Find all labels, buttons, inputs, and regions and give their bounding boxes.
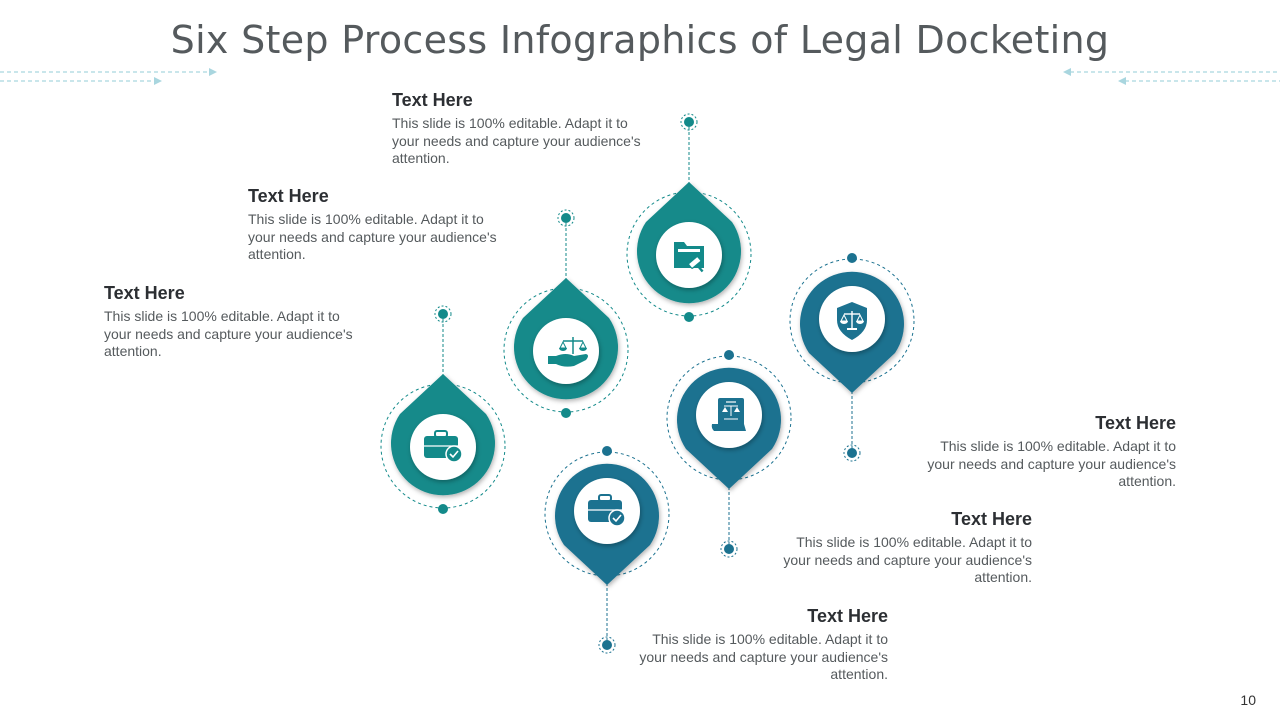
step-3-body: This slide is 100% editable. Adapt it to… [392, 115, 641, 166]
step-6-body: This slide is 100% editable. Adapt it to… [927, 438, 1176, 489]
step-5-text: Text Here This slide is 100% editable. A… [772, 509, 1032, 587]
step-3-node [626, 113, 752, 322]
legal-scroll-icon [711, 398, 746, 431]
step-1-text: Text Here This slide is 100% editable. A… [104, 283, 364, 361]
step-5-body: This slide is 100% editable. Adapt it to… [783, 534, 1032, 585]
step-2-heading: Text Here [248, 186, 329, 206]
step-4-body: This slide is 100% editable. Adapt it to… [639, 631, 888, 682]
step-4-heading: Text Here [807, 606, 888, 626]
briefcase-check-icon [588, 494, 626, 527]
page-number: 10 [1240, 692, 1256, 708]
step-2-text: Text Here This slide is 100% editable. A… [248, 186, 508, 264]
briefcase-check-icon [424, 430, 463, 463]
step-1-body: This slide is 100% editable. Adapt it to… [104, 308, 353, 359]
step-2-body: This slide is 100% editable. Adapt it to… [248, 211, 497, 262]
step-1-node [380, 305, 506, 514]
step-6-text: Text Here This slide is 100% editable. A… [916, 413, 1176, 491]
page-title: Six Step Process Infographics of Legal D… [170, 18, 1110, 62]
step-1-heading: Text Here [104, 283, 185, 303]
step-3-heading: Text Here [392, 90, 473, 110]
shield-scales-icon [837, 302, 867, 340]
step-5-heading: Text Here [951, 509, 1032, 529]
step-5-node [666, 350, 792, 558]
step-3-text: Text Here This slide is 100% editable. A… [392, 90, 652, 168]
step-2-node [503, 209, 629, 418]
folder-gavel-icon [674, 242, 704, 273]
step-6-heading: Text Here [1095, 413, 1176, 433]
step-4-node [544, 446, 670, 654]
step-6-node [789, 253, 915, 462]
step-4-text: Text Here This slide is 100% editable. A… [628, 606, 888, 684]
title-decoration [0, 68, 1280, 85]
scales-hand-icon [548, 337, 588, 367]
